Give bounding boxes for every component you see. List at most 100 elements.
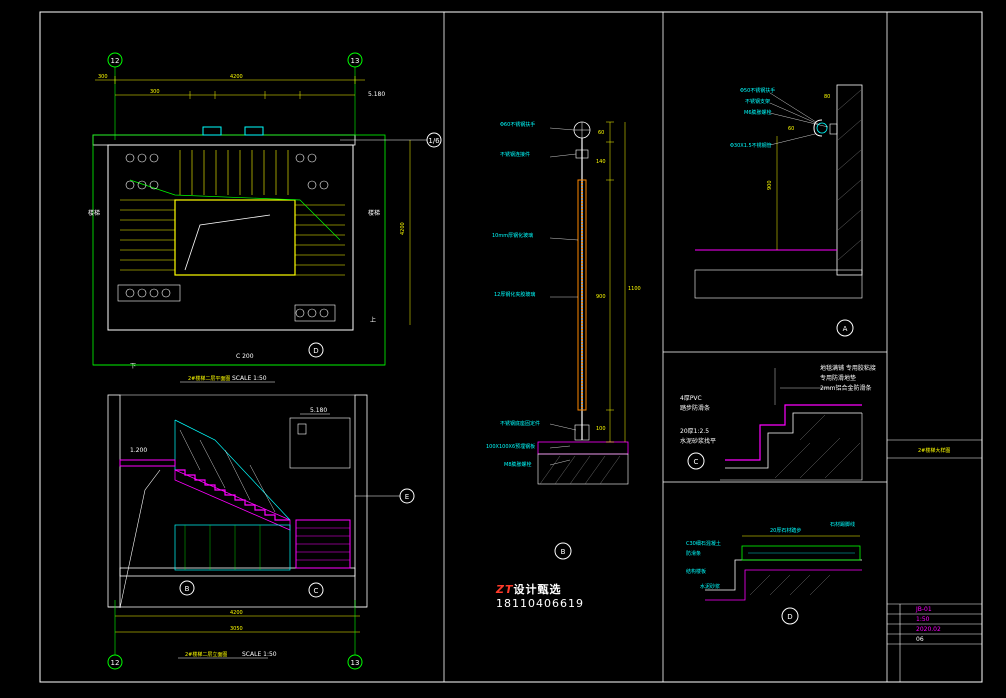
rail-leaders: [549, 127, 579, 466]
detail-d-label-2: 石材踢脚线: [830, 521, 855, 528]
plan-wall-top: [92, 134, 356, 146]
section-dim-a: 4200: [230, 610, 243, 616]
watermark-brand: ZT设计甄选: [496, 583, 561, 596]
rail-callout-bubble: [554, 542, 572, 560]
plan-detail-bubble: [308, 342, 324, 358]
detail-a-label-4: Φ30X1.5不锈钢管: [730, 142, 772, 149]
rail-label-4: 12厚钢化夹胶玻璃: [494, 291, 535, 298]
detail-d-callout: D: [787, 613, 792, 621]
stair-treads-top: [179, 150, 289, 195]
detail-c-label-7: 水泥砂浆找平: [680, 437, 716, 445]
detail-d-label-6: 水泥砂浆: [700, 583, 720, 590]
watermark: ZT设计甄选 18110406619: [496, 578, 584, 610]
landing-box-right: [294, 304, 336, 322]
sheet-border: [39, 11, 983, 683]
stairwell-void: [174, 199, 296, 276]
glass-panel: [577, 179, 587, 411]
handrail-line: [129, 179, 341, 241]
watermark-brand-text: 设计甄选: [513, 583, 562, 596]
window-1: [202, 126, 222, 136]
detail-d-step: [705, 559, 862, 591]
plan-label-down: 下: [130, 363, 136, 370]
detail-c-step-finish: [725, 404, 862, 461]
title-row-4: 06: [916, 636, 924, 643]
section-break-line: [119, 469, 161, 609]
title-row-2: 1:50: [916, 616, 930, 623]
section-callout-b-bubble: [179, 580, 195, 596]
landing-box-left: [117, 284, 181, 302]
rail-base-fixing: [574, 424, 590, 441]
plan-wall-outline: [107, 144, 354, 331]
rail-callout: B: [561, 548, 566, 556]
rail-label-3: 10mm厚钢化玻璃: [492, 232, 533, 239]
void-break-line: [184, 214, 271, 271]
plan-scale: SCALE 1:50: [232, 375, 267, 382]
detail-a-handrail: [813, 119, 823, 137]
plan-dim-end: 300: [98, 74, 108, 80]
stair-steps-lower: [296, 527, 350, 561]
detail-c-label-3: 2mm铝合金防滑条: [820, 384, 872, 392]
detail-a-label-1: Φ50不锈钢扶手: [740, 87, 775, 94]
rail-label-6: 100X100X6预埋钢板: [486, 443, 535, 450]
grid-label-13-top: 13: [351, 57, 360, 65]
grid-bubble-12-bottom: [107, 654, 123, 670]
rail-dim-main: 900: [596, 294, 606, 300]
detail-d-callout-bubble: [781, 607, 799, 625]
detail-c-slab: [720, 413, 863, 481]
detail-d-label-1: 20厚石材踏步: [770, 527, 801, 534]
rail-label-1: Φ60不锈钢扶手: [500, 121, 535, 128]
watermark-phone: 18110406619: [496, 597, 584, 610]
detail-a-bracket: [829, 123, 838, 135]
plan-label-up: 上: [370, 316, 376, 324]
detail-c-hatch: [774, 414, 861, 479]
stair-treads-left: [120, 199, 175, 271]
detail-c-callout: C: [694, 458, 699, 466]
detail-a-dim-3: 900: [767, 180, 773, 190]
rail-label-7: M8膨胀螺栓: [504, 461, 532, 468]
slab-hatch: [539, 455, 621, 485]
detail-a-callout-bubble: [836, 319, 854, 337]
section-dim-b: 3050: [230, 626, 243, 632]
section-callout-e: E: [405, 493, 409, 501]
detail-d-base-line: [705, 569, 862, 601]
plan-dim-total: 4200: [230, 74, 243, 80]
section-scale: SCALE 1:50: [242, 651, 277, 658]
rail-posts: [125, 153, 329, 318]
detail-d-label-3: C30细石混凝土: [686, 540, 721, 547]
grid-bubble-13-bottom: [347, 654, 363, 670]
section-ref-label: 1/6: [428, 137, 440, 145]
plan-title: 2#楼梯二层平面图: [188, 375, 230, 382]
plan-label-right: 楼梯: [368, 209, 380, 217]
section-title: 2#楼梯二层立面图: [185, 651, 227, 658]
detail-a-wall-hatch: [837, 89, 862, 261]
detail-a-label-2: 不锈钢支架: [745, 98, 770, 105]
section-rail-panel: [174, 524, 291, 571]
title-block: 2#楼梯大样图 JB-01 1:50 2020.02 06: [887, 439, 982, 682]
plan-elev-label: 5.180: [368, 91, 385, 98]
detail-a: 900 80 60 Φ50不锈钢扶手 不锈钢支架 M6膨胀螺栓 Φ30X1.5不…: [694, 84, 863, 337]
section-callout-c: C: [314, 587, 319, 595]
section-callout-b: B: [185, 585, 190, 593]
floor-slab: [537, 453, 629, 485]
title-drawing-name: 2#楼梯大样图: [918, 447, 950, 454]
detail-c-label-4: 4厚PVC: [680, 395, 702, 402]
rail-dim-top: 60: [598, 130, 604, 136]
grid-label-12-top: 12: [111, 57, 120, 65]
section-elev-left: 1.200: [130, 447, 147, 454]
section-floor-slab: [119, 567, 356, 577]
grid-label-13-bottom: 13: [351, 659, 360, 667]
detail-a-label-3: M6膨胀螺栓: [744, 109, 772, 116]
detail-d-label-4: 防滑条: [686, 550, 701, 557]
detail-c-label-6: 20厚1:2.5: [680, 428, 709, 435]
plan-view: 12 13 4200 300 300 5.180: [88, 52, 442, 383]
detail-a-leaders: [769, 92, 829, 146]
detail-c-step-structure: [725, 412, 862, 469]
section-elev-top: 5.180: [310, 407, 327, 414]
watermark-logo: ZT: [496, 583, 514, 596]
title-row-1: JB-01: [915, 606, 932, 613]
section-wall-right: [354, 394, 368, 608]
plan-dim-right: 4200: [400, 222, 406, 235]
detail-c-label-1: 地毯满铺 专用胶粘接: [820, 364, 876, 372]
rail-label-2: 不锈钢连接件: [500, 151, 530, 158]
dim-ticks-top: [114, 76, 356, 99]
